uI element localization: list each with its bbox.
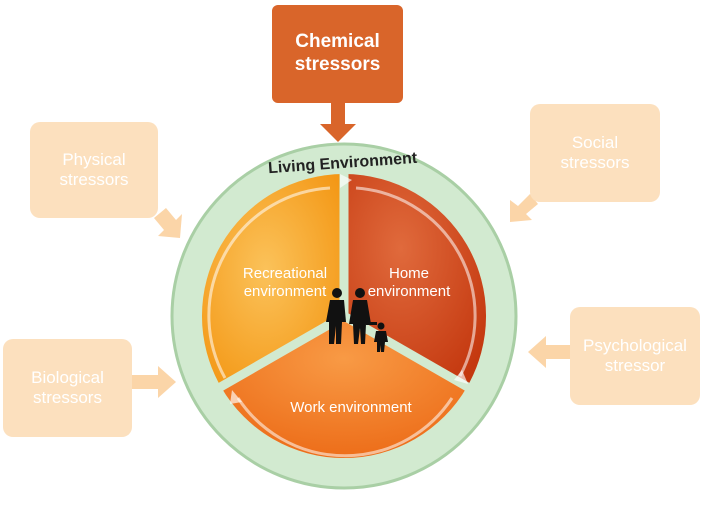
cycle-arrowheads bbox=[230, 174, 468, 404]
family-icon bbox=[326, 288, 388, 352]
home-environment-label: Home environment bbox=[356, 265, 462, 301]
social-stressors-line2: stressors bbox=[560, 153, 630, 172]
social-arrow bbox=[510, 194, 538, 222]
physical-stressors-line1: Physical bbox=[62, 149, 126, 169]
biological-stressors-line1: Biological bbox=[31, 367, 104, 387]
chemical-arrow bbox=[320, 103, 356, 142]
social-stressors-box: Social stressors bbox=[530, 104, 660, 202]
biological-stressors-line2: stressors bbox=[33, 388, 102, 407]
chemical-stressors-box: Chemical stressors bbox=[272, 5, 403, 103]
chemical-stressors-line1: Chemical bbox=[295, 31, 380, 53]
physical-arrow bbox=[154, 208, 182, 238]
recreational-line1: Recreational bbox=[242, 265, 328, 282]
psychological-stressor-line2: stressor bbox=[604, 356, 666, 375]
social-stressors-line1: Social bbox=[571, 132, 619, 152]
physical-stressors-line2: stressors bbox=[59, 170, 129, 189]
recreational-line2: environment bbox=[243, 283, 327, 300]
biological-stressors-box: Biological stressors bbox=[3, 339, 132, 437]
home-line2: environment bbox=[367, 283, 451, 300]
recreational-environment-label: Recreational environment bbox=[228, 265, 342, 301]
psychological-stressor-box: Psychological stressor bbox=[570, 307, 700, 405]
psychological-arrow bbox=[528, 336, 572, 368]
cycle-arrows bbox=[207, 186, 477, 458]
biological-arrow bbox=[130, 366, 176, 398]
work-environment-label: Work environment bbox=[290, 399, 412, 416]
chemical-stressors-line2: stressors bbox=[294, 54, 381, 75]
psychological-stressor-line1: Psychological bbox=[583, 335, 687, 355]
home-line1: Home bbox=[388, 265, 429, 282]
physical-stressors-box: Physical stressors bbox=[30, 122, 158, 218]
